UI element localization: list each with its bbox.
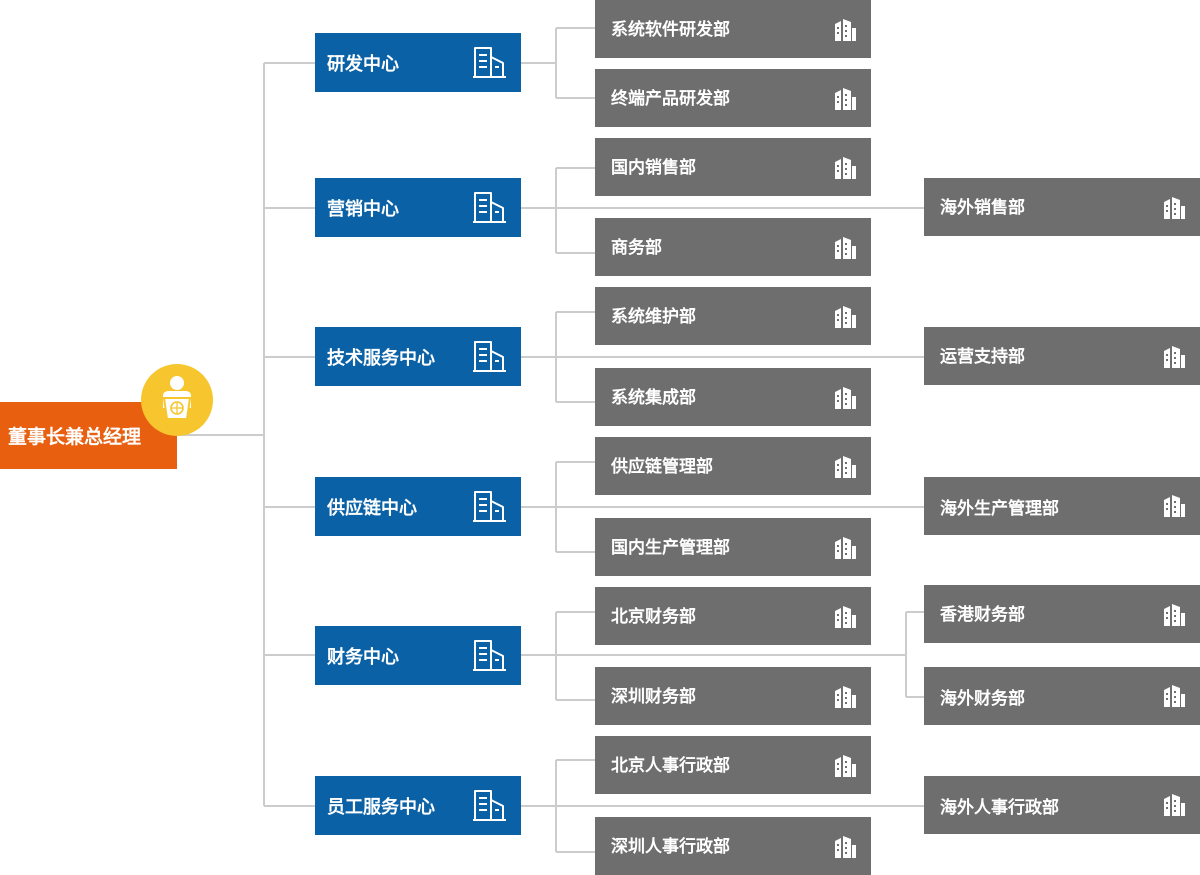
building-icon (1162, 196, 1186, 220)
center-node-staff-service: 员工服务中心 (315, 776, 521, 835)
dept-label: 海外销售部 (940, 198, 1025, 217)
center-label: 营销中心 (327, 198, 399, 219)
dept-label: 海外财务部 (940, 688, 1025, 708)
dept-label: 系统集成部 (611, 388, 696, 407)
executive-podium-icon (141, 364, 213, 436)
dept-label: 国内销售部 (611, 158, 696, 177)
building-icon (833, 305, 857, 329)
building-icon (833, 685, 857, 709)
center-node-supply-chain: 供应链中心 (315, 477, 521, 536)
building-icon (473, 339, 507, 373)
dept-label: 深圳财务部 (611, 687, 696, 706)
building-icon (833, 18, 857, 42)
dept-label: 系统软件研发部 (611, 20, 730, 39)
building-icon (833, 236, 857, 260)
building-icon (473, 489, 507, 523)
dept-node: 终端产品研发部 (595, 69, 871, 127)
building-icon (1162, 793, 1186, 817)
dept-label: 深圳人事行政部 (611, 837, 730, 856)
building-icon (1162, 494, 1186, 518)
center-label: 研发中心 (327, 53, 399, 74)
dept-label: 商务部 (611, 238, 662, 257)
dept-label: 供应链管理部 (611, 457, 713, 476)
building-icon (833, 605, 857, 629)
building-icon (833, 455, 857, 479)
dept-node: 系统维护部 (595, 287, 871, 345)
dept-node: 供应链管理部 (595, 437, 871, 495)
building-icon (1162, 345, 1186, 369)
overseas-dept-node: 海外生产管理部 (924, 477, 1200, 535)
overseas-dept-node: 海外财务部 (924, 667, 1200, 725)
dept-node: 深圳财务部 (595, 667, 871, 725)
center-label: 财务中心 (327, 646, 399, 667)
dept-label: 北京人事行政部 (611, 756, 730, 775)
building-icon (473, 638, 507, 672)
dept-node: 北京财务部 (595, 587, 871, 645)
center-node-rd: 研发中心 (315, 33, 521, 92)
building-icon (833, 386, 857, 410)
overseas-dept-node: 海外人事行政部 (924, 776, 1200, 834)
dept-node: 商务部 (595, 218, 871, 276)
dept-node: 北京人事行政部 (595, 736, 871, 794)
center-node-marketing: 营销中心 (315, 178, 521, 237)
dept-label: 香港财务部 (940, 605, 1025, 624)
building-icon (833, 754, 857, 778)
building-icon (473, 788, 507, 822)
center-label: 供应链中心 (327, 497, 417, 518)
center-node-finance: 财务中心 (315, 626, 521, 685)
dept-label: 海外人事行政部 (940, 797, 1059, 817)
dept-label: 海外生产管理部 (940, 498, 1059, 518)
root-node-label: 董事长兼总经理 (8, 427, 142, 448)
overseas-dept-node: 运营支持部 (924, 327, 1200, 385)
building-icon (833, 87, 857, 111)
building-icon (473, 45, 507, 79)
building-icon (833, 536, 857, 560)
building-icon (833, 835, 857, 859)
building-icon (1162, 603, 1186, 627)
overseas-dept-node: 海外销售部 (924, 178, 1200, 236)
dept-label: 运营支持部 (940, 347, 1025, 366)
dept-label: 终端产品研发部 (611, 89, 730, 108)
dept-node: 国内生产管理部 (595, 518, 871, 576)
center-label: 技术服务中心 (327, 347, 435, 368)
center-label: 员工服务中心 (327, 796, 435, 817)
center-node-tech-service: 技术服务中心 (315, 327, 521, 386)
building-icon (473, 190, 507, 224)
overseas-dept-node: 香港财务部 (924, 585, 1200, 643)
dept-label: 国内生产管理部 (611, 538, 730, 557)
dept-label: 北京财务部 (611, 607, 696, 626)
dept-label: 系统维护部 (611, 307, 696, 326)
dept-node: 系统集成部 (595, 368, 871, 426)
dept-node: 深圳人事行政部 (595, 817, 871, 875)
building-icon (833, 156, 857, 180)
dept-node: 系统软件研发部 (595, 0, 871, 58)
building-icon (1162, 684, 1186, 708)
dept-node: 国内销售部 (595, 138, 871, 196)
